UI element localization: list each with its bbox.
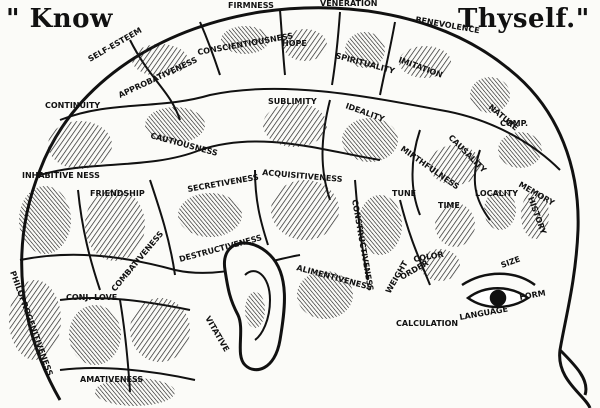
- ear: [223, 241, 286, 372]
- nose-outline: [558, 348, 588, 396]
- region-label-hope: HOPE: [282, 39, 307, 48]
- region-label-amativeness: AMATIVENESS: [80, 375, 143, 384]
- region-label-vitativeness: VITATIVE: [203, 315, 231, 354]
- region-label-secretiveness: SECRETIVENESS: [187, 173, 260, 194]
- region-label-size: SIZE: [500, 255, 522, 270]
- region-label-conj-love: CONJ. LOVE: [66, 293, 117, 302]
- region-label-sublimity: SUBLIMITY: [268, 97, 317, 106]
- caption-thyself: Thyself.": [458, 4, 590, 34]
- eye: [461, 272, 536, 309]
- region-label-locality: LOCALITY: [475, 189, 518, 198]
- vignette-shading: [9, 26, 549, 406]
- region-label-continuity: CONTINUITY: [45, 101, 100, 110]
- region-label-friendship: FRIENDSHIP: [90, 189, 145, 198]
- head-outline: [20, 6, 592, 408]
- region-label-time: TIME: [438, 201, 460, 210]
- region-label-firmness: FIRMNESS: [228, 1, 274, 10]
- region-label-veneration: VENERATION: [320, 0, 377, 8]
- region-label-comparison: COMP.: [500, 119, 528, 128]
- caption-know: " Know: [6, 4, 113, 34]
- region-dividers: [19, 9, 561, 393]
- region-label-inhabitiveness: INHABITIVE NESS: [22, 171, 100, 180]
- region-label-language: LANGUAGE: [459, 305, 509, 322]
- region-label-tune: TUNE: [392, 189, 416, 198]
- region-label-form: FORM: [519, 289, 547, 302]
- region-label-calculation: CALCULATION: [396, 319, 458, 328]
